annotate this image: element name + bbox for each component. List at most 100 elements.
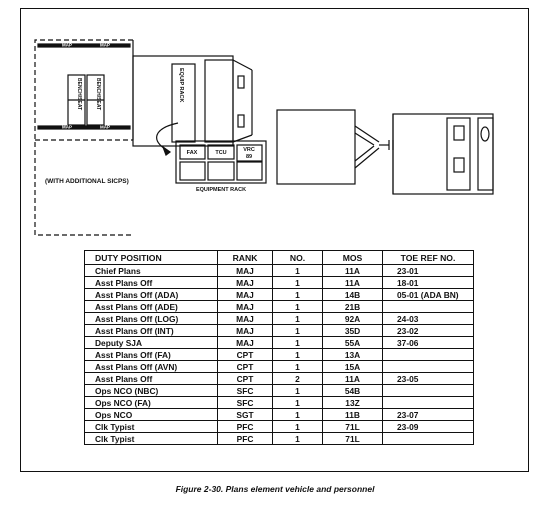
duty-position-cell: Ops NCO (NBC) bbox=[84, 384, 218, 397]
rank-cell: PFC bbox=[217, 432, 273, 445]
number-cell: 1 bbox=[272, 408, 323, 421]
duty-position-cell: Clk Typist bbox=[84, 432, 218, 445]
pointer-arrow bbox=[156, 122, 179, 153]
number-cell: 1 bbox=[272, 264, 323, 277]
toe-ref-cell: 23-07 bbox=[382, 408, 474, 421]
toe-ref-cell bbox=[382, 300, 474, 313]
number-cell: 1 bbox=[272, 288, 323, 301]
shelter-extension bbox=[34, 39, 134, 236]
rank-cell: MAJ bbox=[217, 264, 273, 277]
rank-cell: CPT bbox=[217, 372, 273, 385]
mos-cell: 14B bbox=[322, 288, 383, 301]
duty-position-cell: Asst Plans Off (LOG) bbox=[84, 312, 218, 325]
col-header-toe-ref: TOE REF NO. bbox=[382, 250, 474, 265]
rank-cell: SGT bbox=[217, 408, 273, 421]
toe-ref-cell: 24-03 bbox=[382, 312, 474, 325]
number-cell: 1 bbox=[272, 420, 323, 433]
number-cell: 1 bbox=[272, 384, 323, 397]
rank-cell: SFC bbox=[217, 384, 273, 397]
bench-seat-right bbox=[86, 74, 105, 126]
rank-cell: MAJ bbox=[217, 288, 273, 301]
mos-cell: 13A bbox=[322, 348, 383, 361]
tcu-label: TCU bbox=[215, 150, 226, 156]
toe-ref-cell: 23-02 bbox=[382, 324, 474, 337]
col-header-mos: MOS bbox=[322, 250, 383, 265]
toe-ref-cell bbox=[382, 396, 474, 409]
duty-position-cell: Asst Plans Off (ADE) bbox=[84, 300, 218, 313]
vrc-label-line2: 89 bbox=[246, 154, 252, 160]
duty-position-cell: Chief Plans bbox=[84, 264, 218, 277]
toe-ref-cell bbox=[382, 384, 474, 397]
toe-ref-cell bbox=[382, 432, 474, 445]
tow-bar bbox=[354, 125, 394, 169]
map-strip-top bbox=[37, 43, 131, 48]
toe-ref-cell: 05-01 (ADA BN) bbox=[382, 288, 474, 301]
rank-cell: MAJ bbox=[217, 300, 273, 313]
map-label-bottom-right: MAP bbox=[100, 125, 110, 130]
toe-ref-cell bbox=[382, 348, 474, 361]
vehicle-right bbox=[392, 113, 494, 195]
toe-ref-cell: 23-09 bbox=[382, 420, 474, 433]
col-header-number: NO. bbox=[272, 250, 323, 265]
rank-cell: MAJ bbox=[217, 336, 273, 349]
toe-ref-cell: 23-01 bbox=[382, 264, 474, 277]
number-cell: 1 bbox=[272, 360, 323, 373]
col-header-rank: RANK bbox=[217, 250, 273, 265]
map-label-top-right: MAP bbox=[100, 43, 110, 48]
toe-ref-cell: 18-01 bbox=[382, 276, 474, 289]
toe-ref-cell bbox=[382, 360, 474, 373]
duty-position-cell: Asst Plans Off (AVN) bbox=[84, 360, 218, 373]
duty-position-cell: Ops NCO bbox=[84, 408, 218, 421]
mos-cell: 35D bbox=[322, 324, 383, 337]
rank-cell: CPT bbox=[217, 348, 273, 361]
number-cell: 1 bbox=[272, 312, 323, 325]
additional-sicps-label: (WITH ADDITIONAL SICPS) bbox=[45, 178, 129, 185]
toe-ref-cell: 37-06 bbox=[382, 336, 474, 349]
number-cell: 1 bbox=[272, 396, 323, 409]
fax-label: FAX bbox=[187, 150, 198, 156]
map-label-top-left: MAP bbox=[62, 43, 72, 48]
rank-cell: PFC bbox=[217, 420, 273, 433]
mos-cell: 71L bbox=[322, 432, 383, 445]
duty-position-cell: Asst Plans Off (ADA) bbox=[84, 288, 218, 301]
number-cell: 1 bbox=[272, 300, 323, 313]
rank-cell: MAJ bbox=[217, 312, 273, 325]
mos-cell: 54B bbox=[322, 384, 383, 397]
vrc-label-line1: VRC bbox=[243, 147, 255, 153]
rank-cell: CPT bbox=[217, 360, 273, 373]
rank-cell: MAJ bbox=[217, 276, 273, 289]
mos-cell: 55A bbox=[322, 336, 383, 349]
number-cell: 1 bbox=[272, 336, 323, 349]
duty-position-cell: Ops NCO (FA) bbox=[84, 396, 218, 409]
equipment-rack-label: EQUIPMENT RACK bbox=[196, 187, 246, 193]
number-cell: 1 bbox=[272, 324, 323, 337]
duty-position-cell: Clk Typist bbox=[84, 420, 218, 433]
bench-label-left: BENCH/SEAT bbox=[76, 78, 82, 110]
table-header-row: DUTY POSITION RANK NO. MOS TOE REF NO. bbox=[84, 250, 474, 265]
mos-cell: 92A bbox=[322, 312, 383, 325]
map-label-bottom-left: MAP bbox=[62, 125, 72, 130]
duty-position-cell: Asst Plans Off (FA) bbox=[84, 348, 218, 361]
mos-cell: 21B bbox=[322, 300, 383, 313]
figure-frame bbox=[20, 8, 529, 472]
mos-cell: 11A bbox=[322, 264, 383, 277]
mos-cell: 11B bbox=[322, 408, 383, 421]
number-cell: 1 bbox=[272, 276, 323, 289]
duty-position-cell: Deputy SJA bbox=[84, 336, 218, 349]
bench-label-right: BENCH/SEAT bbox=[95, 78, 101, 110]
number-cell: 1 bbox=[272, 348, 323, 361]
